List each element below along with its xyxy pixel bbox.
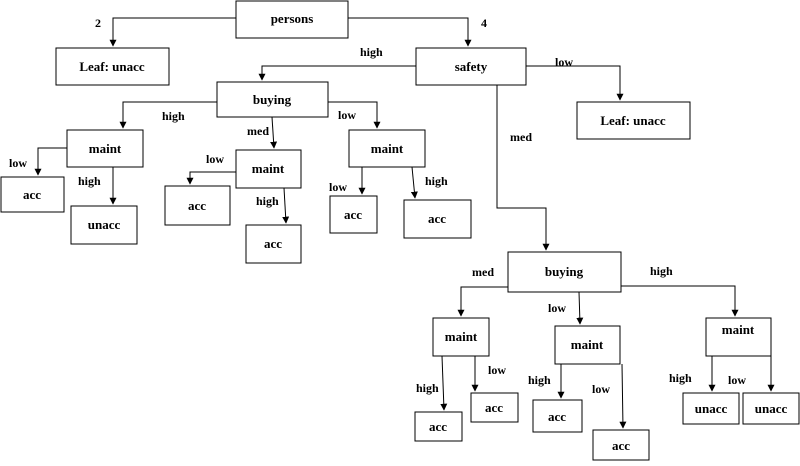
edge-label: high [78, 174, 101, 188]
edge-label: low [206, 152, 224, 166]
node-label: acc [485, 400, 503, 415]
edge-label: high [162, 109, 185, 123]
edge-maint-e-to-acc-2 [619, 363, 627, 429]
node-maint: maint [235, 149, 302, 189]
edge-buying-2-to-maint-d [457, 286, 508, 317]
edge-label: med [472, 265, 494, 279]
edge-label: low [548, 301, 566, 315]
edge-label: 2 [95, 16, 101, 30]
node-label: acc [548, 409, 566, 424]
edge-buying-2-to-maint-f [621, 285, 739, 317]
node-label: Leaf: unacc [600, 113, 666, 128]
edge-safety-to-buying [258, 65, 416, 81]
node-label: persons [271, 11, 314, 26]
node-acc: acc [592, 429, 650, 461]
node-label: maint [722, 322, 755, 337]
node-label: safety [455, 59, 488, 74]
edge-safety-to-leaf-unacc [526, 65, 624, 101]
node-buying: buying [216, 81, 329, 118]
edge-maint-b-to-acc [186, 171, 236, 185]
edge-label: high [256, 194, 279, 208]
edge-safety-to-buying-2 [496, 85, 550, 251]
edge-label: med [510, 130, 532, 144]
node-unacc: unacc [742, 392, 800, 425]
node-maint: maint [348, 129, 426, 168]
node-maint: maint [554, 325, 621, 365]
node-buying-2: buying [507, 251, 622, 293]
node-acc: acc [403, 199, 472, 239]
node-acc: acc [532, 399, 583, 433]
node-acc: acc [164, 185, 231, 226]
edge-label: low [728, 373, 746, 387]
node-label: maint [571, 337, 604, 352]
node-label: unacc [755, 401, 788, 416]
node-maint: maint [432, 317, 490, 357]
edge-label: high [416, 381, 439, 395]
edge-label: 4 [481, 16, 487, 30]
node-unacc: unacc [682, 392, 740, 425]
node-label: buying [253, 92, 292, 107]
node-label: acc [344, 207, 362, 222]
edge-label: low [338, 108, 356, 122]
edge-label: low [555, 55, 573, 69]
node-label: buying [545, 264, 584, 279]
node-label: maint [252, 161, 285, 176]
node-maint: maint [66, 129, 144, 168]
node-label: Leaf: unacc [79, 59, 145, 74]
edge-label: high [650, 264, 673, 278]
node-acc: acc [414, 411, 463, 442]
edge-label: high [425, 174, 448, 188]
node-maint: maint [705, 317, 772, 357]
edge-buying-2-to-maint-e [576, 291, 584, 325]
node-acc: acc [0, 176, 65, 213]
node-leaf-unacc: Leaf: unacc [55, 47, 170, 86]
node-acc: acc [470, 392, 519, 423]
edge-maint-d-to-acc [440, 355, 448, 411]
edge-maint-b-to-acc-2 [282, 187, 290, 224]
node-label: acc [188, 198, 206, 213]
node-safety: safety [415, 47, 527, 86]
edge-maint-c-to-acc-2 [410, 166, 418, 199]
edge-buying-to-maint-b [270, 116, 278, 149]
edge-label: low [329, 180, 347, 194]
edge-label: high [528, 373, 551, 387]
edge-label: low [9, 156, 27, 170]
edge-maint-a-to-acc [34, 147, 67, 176]
edge-label: high [669, 371, 692, 385]
node-label: unacc [695, 401, 728, 416]
edge-labels: 2 4 high low med high med low low high l… [9, 16, 746, 396]
node-label: acc [264, 236, 282, 251]
node-acc: acc [329, 195, 378, 234]
node-label: unacc [88, 217, 121, 232]
node-label: maint [89, 141, 122, 156]
edge-persons-to-safety [348, 17, 472, 47]
edge-persons-to-leaf-unacc [109, 17, 236, 47]
edge-label: high [360, 45, 383, 59]
node-label: acc [23, 187, 41, 202]
edge-buying-to-maint-a [119, 101, 217, 129]
edge-buying-to-maint-c [328, 101, 381, 129]
node-label: maint [445, 329, 478, 344]
node-label: acc [428, 211, 446, 226]
edge-label: med [247, 124, 269, 138]
node-label: maint [371, 141, 404, 156]
node-unacc: unacc [70, 205, 138, 245]
edge-label: low [592, 382, 610, 396]
edge-label: low [488, 363, 506, 377]
node-leaf-unacc-right: Leaf: unacc [576, 101, 691, 140]
node-label: acc [612, 438, 630, 453]
node-persons: persons [235, 0, 349, 39]
tree-edges [34, 17, 775, 429]
node-acc: acc [245, 224, 302, 264]
node-label: acc [429, 419, 447, 434]
